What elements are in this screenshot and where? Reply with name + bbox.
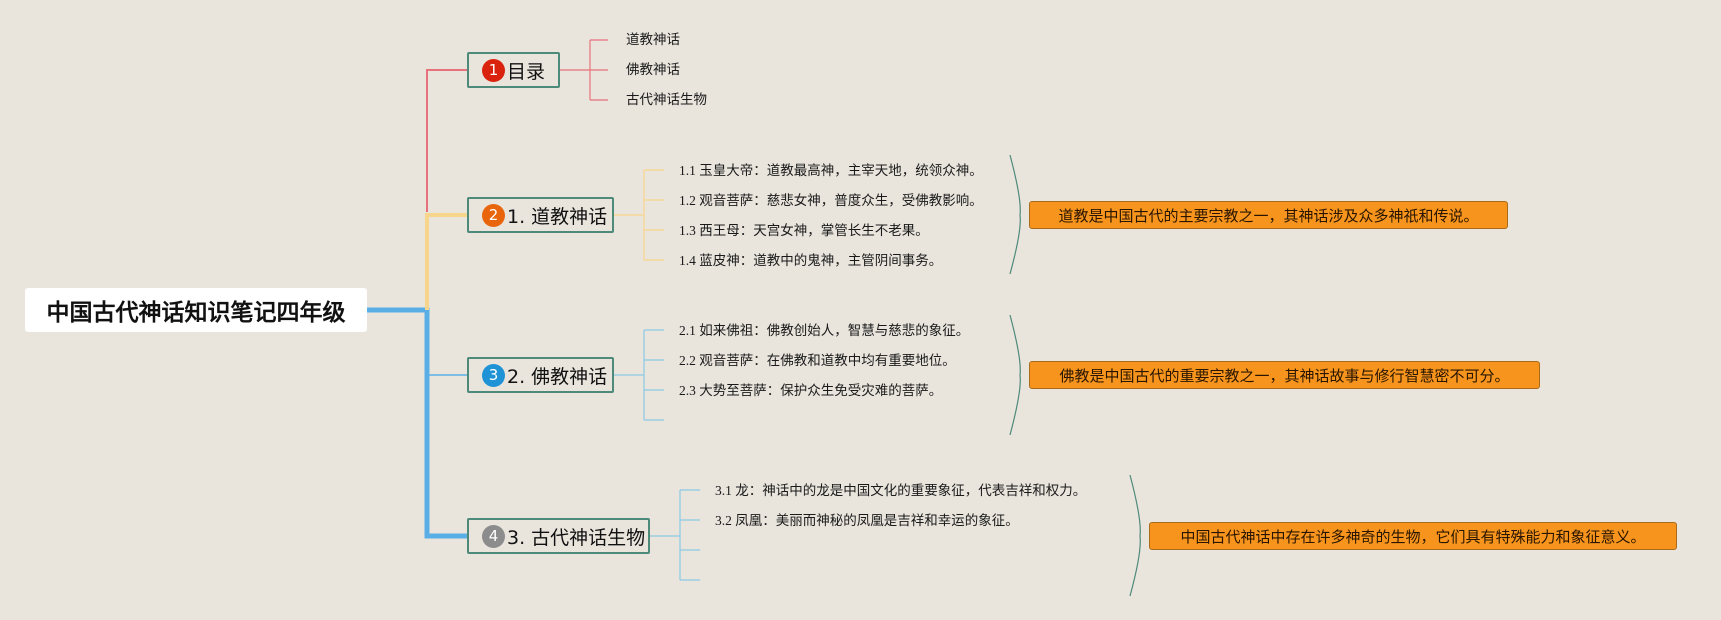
taoist-item[interactable]: 1.3 西王母：天宫女神，掌管长生不老果。	[679, 223, 929, 238]
summary-creatures[interactable]: 中国古代神话中存在许多神奇的生物，它们具有特殊能力和象征意义。	[1149, 522, 1677, 550]
branch4-leaf-lines	[650, 489, 700, 581]
taoist-item[interactable]: 1.4 蓝皮神：道教中的鬼神，主管阴间事务。	[679, 253, 943, 268]
branch-label: 3. 古代神话生物	[507, 526, 646, 549]
branch3-leaf-lines	[614, 329, 664, 421]
taoist-item[interactable]: 1.1 玉皇大帝：道教最高神，主宰天地，统领众神。	[679, 163, 983, 178]
buddhist-item[interactable]: 2.1 如来佛祖：佛教创始人，智慧与慈悲的象征。	[679, 323, 970, 338]
toc-item[interactable]: 佛教神话	[626, 62, 680, 78]
branch1-leaf-lines	[560, 39, 608, 101]
taoist-item[interactable]: 1.2 观音菩萨：慈悲女神，普度众生，受佛教影响。	[679, 193, 983, 208]
priority-1-badge: 1	[482, 58, 505, 82]
priority-3-badge: 3	[482, 363, 505, 387]
buddhist-item[interactable]: 2.2 观音菩萨：在佛教和道教中均有重要地位。	[679, 353, 956, 368]
branch-buddhist-myths[interactable]: 3 2. 佛教神话	[467, 357, 614, 393]
summary-taoist[interactable]: 道教是中国古代的主要宗教之一，其神话涉及众多神祇和传说。	[1029, 201, 1508, 229]
branch-toc[interactable]: 1 目录	[467, 52, 560, 88]
branch-taoist-myths[interactable]: 2 1. 道教神话	[467, 197, 614, 233]
creature-item[interactable]: 3.1 龙：神话中的龙是中国文化的重要象征，代表吉祥和权力。	[715, 483, 1087, 498]
toc-item[interactable]: 古代神话生物	[626, 92, 707, 108]
branch1-connector	[426, 69, 467, 212]
branch-label: 1. 道教神话	[507, 205, 608, 228]
summary-brace-branch4	[1129, 474, 1141, 597]
toc-item[interactable]: 道教神话	[626, 32, 680, 48]
root-topic[interactable]: 中国古代神话知识笔记四年级	[25, 288, 367, 332]
summary-brace-branch2	[1009, 154, 1021, 275]
priority-2-badge: 2	[482, 203, 505, 227]
priority-4-badge: 4	[482, 524, 505, 548]
branch-label: 2. 佛教神话	[507, 365, 608, 388]
branch2-leaf-lines	[614, 169, 664, 261]
trunk-line	[367, 307, 467, 539]
buddhist-item[interactable]: 2.3 大势至菩萨：保护众生免受灾难的菩萨。	[679, 383, 943, 398]
branch-label: 目录	[507, 60, 546, 83]
branch2-connector	[425, 213, 467, 310]
branch-mythical-creatures[interactable]: 4 3. 古代神话生物	[467, 518, 650, 554]
summary-brace-branch3	[1009, 314, 1021, 436]
creature-item[interactable]: 3.2 凤凰：美丽而神秘的凤凰是吉祥和幸运的象征。	[715, 513, 1019, 528]
summary-buddhist[interactable]: 佛教是中国古代的重要宗教之一，其神话故事与修行智慧密不可分。	[1029, 361, 1540, 389]
